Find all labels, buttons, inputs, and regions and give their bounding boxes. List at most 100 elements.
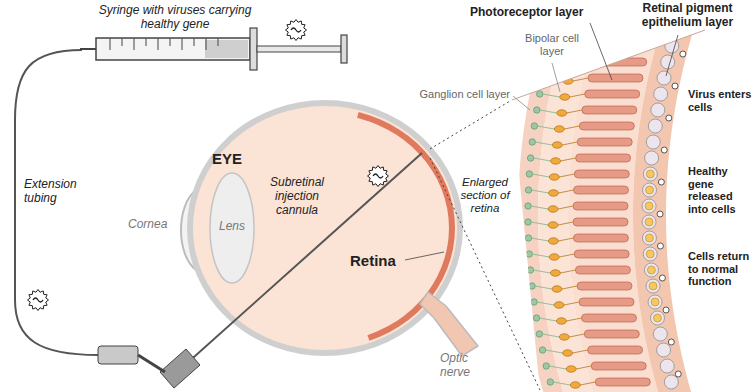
photoreceptor-cell [573, 234, 628, 242]
healthy-gene [646, 186, 654, 194]
cell-process [559, 174, 574, 177]
rpe-cell [645, 151, 659, 165]
bipolar-cell [556, 318, 566, 324]
photoreceptor-cell [575, 266, 630, 274]
healthy-gene [646, 250, 654, 258]
cell-process [549, 366, 566, 369]
part-label: Extension tubing [24, 178, 94, 206]
syringe-tick [158, 38, 159, 50]
photoreceptor-cell [573, 218, 628, 226]
bipolar-cell [560, 94, 570, 100]
ganglion-cell [543, 363, 549, 369]
bipolar-cell [548, 206, 558, 212]
cell-process [558, 238, 573, 241]
zoom-line [430, 158, 540, 390]
virus-burst [28, 290, 49, 311]
cell-process [537, 302, 554, 305]
bipolar-cell [554, 126, 564, 132]
lens [210, 173, 254, 283]
rpe-cell [642, 199, 656, 213]
part-label: Cells return to normal function [688, 250, 752, 288]
part-label: Retinal pigment epithelium layer [625, 2, 750, 30]
cell-process [560, 270, 575, 273]
virus-particle [657, 211, 663, 217]
cell-process [561, 158, 576, 161]
part-label: Subretinal injection cannula [258, 176, 336, 217]
syringe-tick [122, 38, 123, 46]
bipolar-cell [559, 334, 569, 340]
cell-process [573, 350, 588, 353]
ganglion-cell [534, 107, 540, 113]
ganglion-cell [525, 203, 531, 209]
virus-particle [666, 115, 672, 121]
plunger-thumb [341, 35, 347, 63]
organ-label: Retina [350, 252, 404, 269]
syringe-tick [194, 38, 195, 46]
cell-process [562, 142, 577, 145]
healthy-gene [653, 314, 661, 322]
photoreceptor-cell [596, 42, 651, 50]
rpe-cell [646, 135, 660, 149]
virus-particle [675, 371, 681, 377]
virus-burst [368, 166, 389, 187]
ganglion-cell [540, 75, 546, 81]
syringe [80, 28, 347, 70]
zoom-line [430, 101, 510, 149]
rpe-cell [651, 103, 665, 117]
bipolar-cell [549, 190, 559, 196]
photoreceptor-cell [574, 186, 629, 194]
tube-connector [98, 346, 138, 364]
virus-particle [668, 339, 674, 345]
rpe-cell [654, 87, 668, 101]
photoreceptor-cell [581, 314, 636, 322]
cell-process [581, 46, 596, 49]
virus-gene [373, 174, 383, 178]
part-label: Enlarged section of retina [457, 176, 513, 216]
virus-icon [28, 290, 49, 311]
rpe-cell [644, 263, 658, 277]
syringe-tick [110, 38, 111, 50]
part-label: Photoreceptor layer [470, 6, 588, 20]
rpe-cell [642, 231, 656, 245]
part-label: Bipolar cell layer [520, 32, 584, 57]
photoreceptor-cell [577, 282, 632, 290]
virus-icon [286, 20, 307, 41]
virus-particle [661, 147, 667, 153]
cell-process [569, 334, 584, 337]
photoreceptor-cell [573, 202, 628, 210]
syringe-tick [218, 38, 219, 46]
photoreceptor-cell [591, 362, 646, 370]
cell-process [570, 94, 585, 97]
ganglion-cell [526, 171, 532, 177]
bipolar-cell [570, 382, 580, 388]
cell-process [532, 174, 549, 177]
ganglion-cell [525, 187, 531, 193]
bipolar-cell [550, 270, 560, 276]
virus-icon [368, 166, 389, 187]
leader-line [590, 23, 612, 80]
cell-process [558, 222, 573, 225]
ganglion-cell [526, 251, 532, 257]
cell-process [546, 350, 563, 353]
rpe-cell [664, 375, 678, 389]
syringe-tick [206, 38, 207, 50]
leader-line [666, 35, 678, 76]
organ-label: EYE [212, 150, 262, 167]
syringe-tick [182, 38, 183, 50]
ganglion-cell [544, 59, 550, 65]
bipolar-cell [551, 158, 561, 164]
cell-process [546, 78, 563, 81]
ganglion-cell [537, 91, 543, 97]
cell-process [534, 158, 551, 161]
cell-process [558, 206, 573, 209]
photoreceptor-cell [576, 154, 631, 162]
photoreceptor-cell [579, 298, 634, 306]
photoreceptor-cell [574, 250, 629, 258]
bipolar-cell [567, 62, 577, 68]
cell-process [532, 190, 549, 193]
cell-process [580, 382, 595, 385]
syringe-barrel [96, 38, 250, 60]
ganglion-cell [525, 219, 531, 225]
photoreceptor-cell [588, 74, 643, 82]
